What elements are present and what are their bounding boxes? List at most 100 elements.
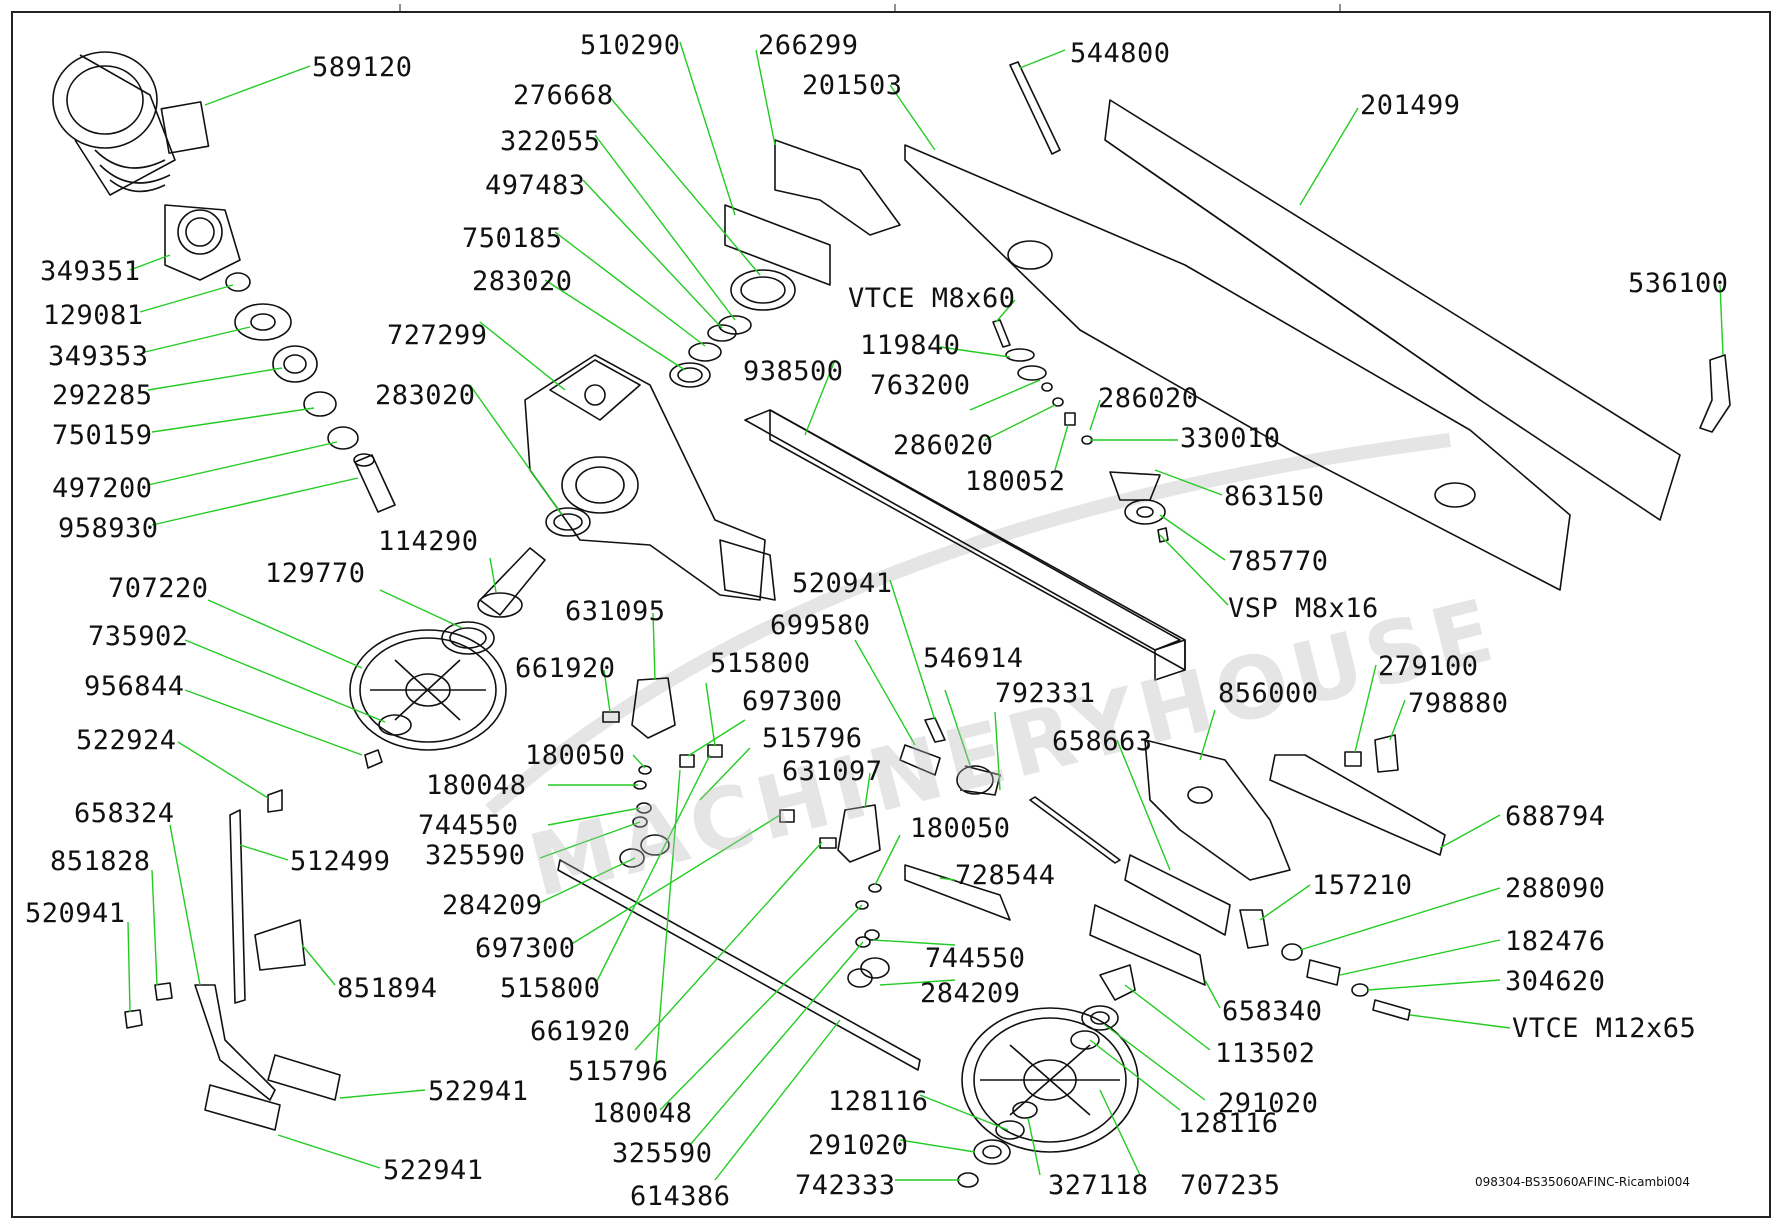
cover-266299 <box>774 139 901 236</box>
label-699580: 699580 <box>770 610 871 641</box>
bearing-292285 <box>272 345 318 383</box>
roller-785770 <box>1124 499 1166 525</box>
label-325590-a: 325590 <box>425 840 526 871</box>
beam-938500 <box>744 409 1186 681</box>
label-292285: 292285 <box>52 380 153 411</box>
pulley-707235 <box>961 1007 1139 1153</box>
label-697300-a: 697300 <box>742 686 843 717</box>
pulley-707220 <box>349 629 507 751</box>
hub-349353 <box>234 303 292 341</box>
label-vsp-m8x16: VSP M8x16 <box>1228 593 1379 624</box>
nut-288090 <box>1281 943 1303 961</box>
label-614386: 614386 <box>630 1181 731 1212</box>
label-631097: 631097 <box>782 756 883 787</box>
label-851828: 851828 <box>50 846 151 877</box>
label-288090: 288090 <box>1505 873 1606 904</box>
label-938500: 938500 <box>743 356 844 387</box>
label-515800-b: 515800 <box>500 973 601 1004</box>
label-129081: 129081 <box>43 300 144 331</box>
ring-750185 <box>688 342 722 362</box>
label-330010: 330010 <box>1180 423 1281 454</box>
shaft-114290 <box>477 547 546 618</box>
label-956844: 956844 <box>84 671 185 702</box>
bracket-851894 <box>254 919 306 971</box>
label-349353: 349353 <box>48 341 149 372</box>
label-304620: 304620 <box>1505 966 1606 997</box>
label-697300-b: 697300 <box>475 933 576 964</box>
bearing-291020b <box>1081 1005 1119 1031</box>
label-vtce-m8x60: VTCE M8x60 <box>848 283 1016 314</box>
roller-546914 <box>956 765 1001 796</box>
arm-658324 <box>194 984 276 1101</box>
label-798880: 798880 <box>1408 688 1509 719</box>
label-522941-b: 522941 <box>383 1155 484 1186</box>
spacer-327118 <box>1012 1101 1038 1119</box>
pin-180050b <box>868 883 882 893</box>
clip-661920b <box>819 837 837 849</box>
bar-688794 <box>1269 754 1446 856</box>
block-631095 <box>631 677 676 739</box>
washer-742333 <box>957 1172 979 1188</box>
label-119840: 119840 <box>860 330 961 361</box>
ring-129081 <box>225 272 251 292</box>
washer-763200 <box>1017 365 1047 381</box>
label-707235: 707235 <box>1180 1170 1281 1201</box>
label-658340: 658340 <box>1222 996 1323 1027</box>
label-522941-a: 522941 <box>428 1076 529 1107</box>
label-182476: 182476 <box>1505 926 1606 957</box>
stud-113502 <box>1099 964 1136 1001</box>
label-658324: 658324 <box>74 798 175 829</box>
label-728544: 728544 <box>955 860 1056 891</box>
label-661920-a: 661920 <box>515 653 616 684</box>
label-283020-b: 283020 <box>375 380 476 411</box>
label-515796-b: 515796 <box>568 1056 669 1087</box>
watermark-arc <box>485 433 1451 816</box>
label-284209-a: 284209 <box>442 890 543 921</box>
screw-vsp-m8 <box>1157 527 1169 543</box>
label-520941-a: 520941 <box>25 898 126 929</box>
label-113502: 113502 <box>1215 1038 1316 1069</box>
label-750159: 750159 <box>52 420 153 451</box>
label-631095: 631095 <box>565 596 666 627</box>
label-180050-a: 180050 <box>525 740 626 771</box>
label-vtce-m12x65: VTCE M12x65 <box>1512 1013 1697 1044</box>
plate-522941a <box>267 1054 341 1101</box>
seal-283020b <box>545 507 591 537</box>
gasket-510290 <box>724 204 831 286</box>
label-863150: 863150 <box>1224 481 1325 512</box>
label-851894: 851894 <box>337 973 438 1004</box>
label-515796-a: 515796 <box>762 723 863 754</box>
label-180048-b: 180048 <box>592 1098 693 1129</box>
handle-536100 <box>1699 354 1731 433</box>
label-744550-a: 744550 <box>418 810 519 841</box>
label-180052: 180052 <box>965 466 1066 497</box>
label-688794: 688794 <box>1505 801 1606 832</box>
block-851828 <box>154 982 173 1001</box>
gear-276668 <box>730 269 796 311</box>
label-658663: 658663 <box>1052 726 1153 757</box>
block-279100 <box>1344 751 1362 767</box>
clip-697300 <box>679 754 695 768</box>
shaft-792331 <box>1029 796 1121 864</box>
gearbox-part <box>524 354 776 601</box>
flange-part <box>164 204 241 281</box>
frame-201499 <box>1104 99 1681 521</box>
bolt-vtce-m8 <box>992 319 1011 348</box>
ring-497483 <box>707 324 737 342</box>
label-544800: 544800 <box>1070 38 1171 69</box>
blade-614386 <box>557 859 921 1071</box>
label-266299: 266299 <box>758 30 859 61</box>
label-129770: 129770 <box>265 558 366 589</box>
part-520941b <box>924 717 946 743</box>
pin-180052 <box>1064 412 1076 426</box>
motor-part <box>52 51 210 196</box>
label-128116-a: 128116 <box>828 1086 929 1117</box>
label-286020-a: 286020 <box>1098 383 1199 414</box>
label-661920-b: 661920 <box>530 1016 631 1047</box>
label-286020-b: 286020 <box>893 430 994 461</box>
label-327118: 327118 <box>1048 1170 1149 1201</box>
block-631097 <box>837 804 881 863</box>
label-735902: 735902 <box>88 621 189 652</box>
label-515800-a: 515800 <box>710 648 811 679</box>
